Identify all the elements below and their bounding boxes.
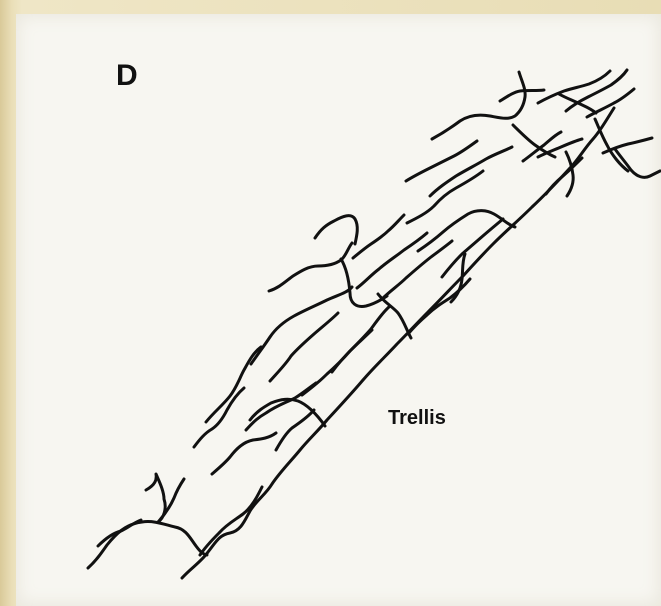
branch-o <box>315 216 357 244</box>
branch-ah <box>615 149 660 177</box>
branch-i <box>270 313 338 381</box>
branch-e <box>250 399 325 426</box>
branch-q <box>357 233 427 288</box>
branch-v <box>407 171 483 223</box>
branch-ab <box>538 71 610 103</box>
branch-d <box>206 347 261 422</box>
branch-g <box>276 410 314 450</box>
drainage-network <box>88 70 660 578</box>
branch-y <box>432 72 525 139</box>
branch-c <box>194 388 244 447</box>
branch-p <box>353 215 404 258</box>
branch-w <box>430 147 512 196</box>
branch-ag <box>603 138 652 153</box>
branch-t <box>442 219 503 277</box>
branch-am <box>408 279 470 334</box>
branch-ak <box>546 158 582 194</box>
branch-b <box>212 433 276 474</box>
branch-ad <box>566 70 627 111</box>
upper-left-channel <box>88 522 207 568</box>
branch-r <box>382 241 452 299</box>
branch-j <box>251 287 352 364</box>
branch-x <box>406 141 477 181</box>
main-channel <box>182 108 614 578</box>
branch-ai <box>538 139 582 157</box>
branch-z <box>500 90 544 101</box>
branch-m <box>378 294 411 338</box>
branch-k <box>269 243 352 291</box>
branch-s <box>418 211 515 251</box>
branch-an <box>200 487 262 555</box>
